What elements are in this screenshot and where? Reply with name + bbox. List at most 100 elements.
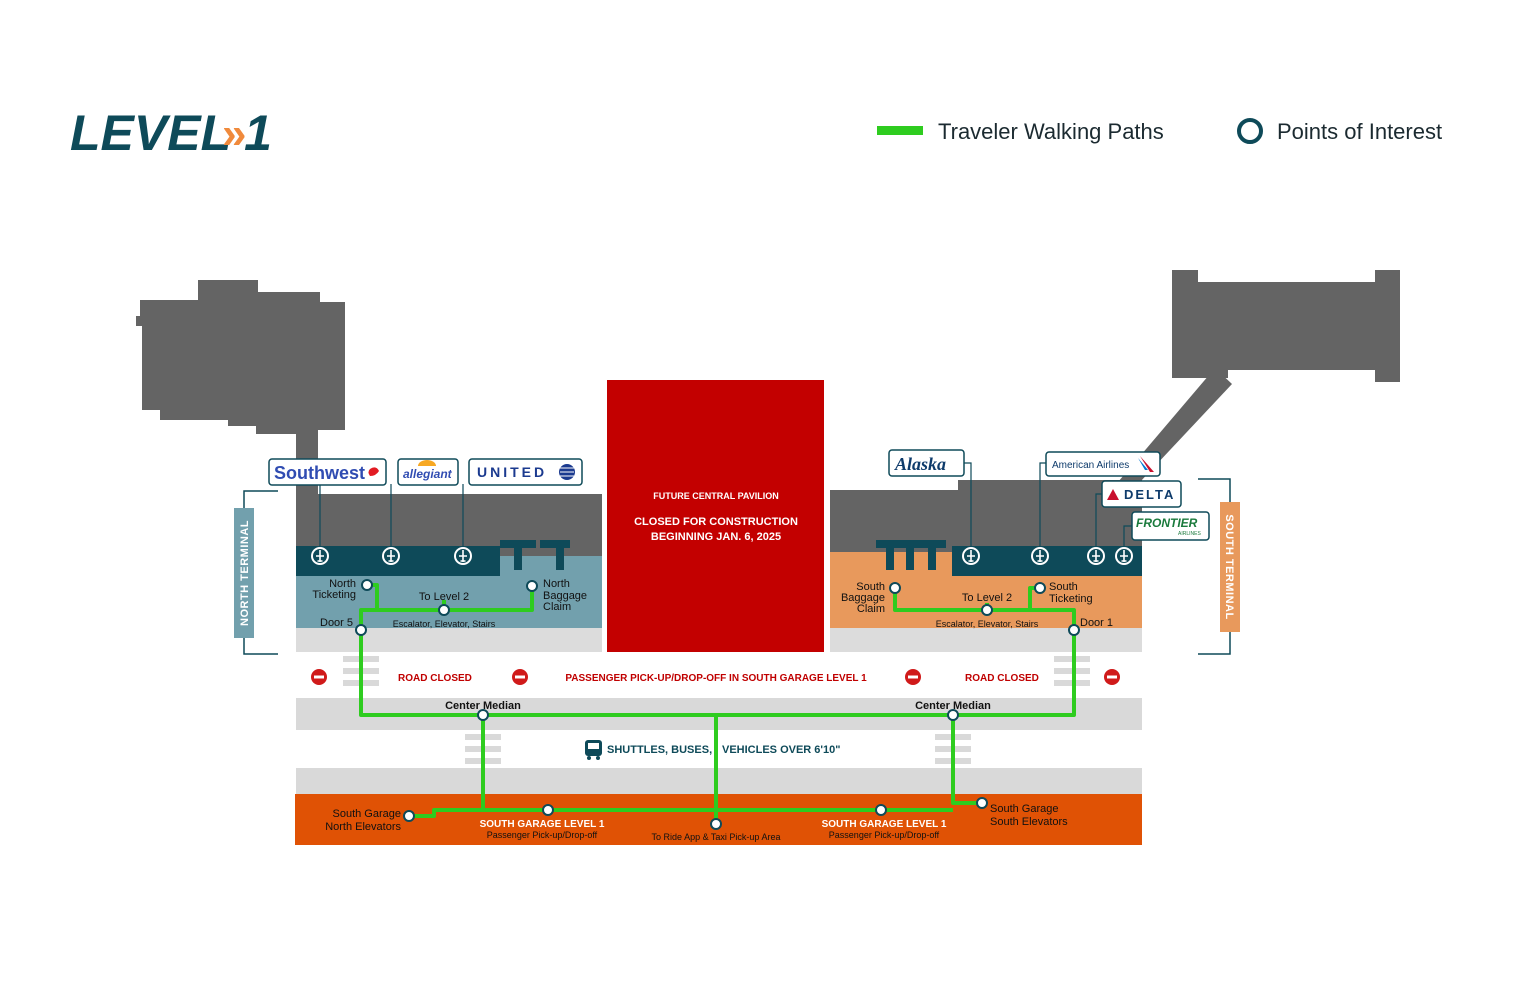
- garage-north-elevators-label-1: South Garage: [333, 808, 402, 820]
- points-of-interest: [355, 579, 1080, 830]
- traveler-walking-paths: [359, 583, 1076, 824]
- north-baggage-label-3: Claim: [543, 601, 571, 613]
- road-closed-icon: [1104, 669, 1120, 685]
- pavilion-date-text: BEGINNING JAN. 6, 2025: [651, 531, 781, 543]
- north-ticketing-label-1: North: [329, 578, 356, 590]
- door-1-label: Door 1: [1080, 617, 1113, 629]
- united-logo-text: UNITED: [477, 464, 547, 480]
- poi-door-5[interactable]: [355, 624, 367, 636]
- bus-icon: [585, 740, 602, 760]
- poi-garage-south-elevators[interactable]: [976, 797, 988, 809]
- garage-pickup-left-label: Passenger Pick-up/Drop-off: [487, 830, 598, 840]
- center-median-left-label: Center Median: [445, 700, 521, 712]
- poi-ride-app-taxi[interactable]: [710, 818, 722, 830]
- north-escalator-label: Escalator, Elevator, Stairs: [393, 619, 496, 629]
- south-ticketing-label-2: Ticketing: [1049, 593, 1093, 605]
- north-curb: [296, 628, 602, 652]
- terminal-road: [296, 652, 1142, 698]
- poi-north-baggage-claim[interactable]: [526, 580, 538, 592]
- airplane-icon: [1115, 547, 1133, 565]
- poi-garage-level1-right[interactable]: [875, 804, 887, 816]
- airplane-icon: [1031, 547, 1049, 565]
- north-concourse-building: [136, 280, 345, 460]
- poi-door-1[interactable]: [1068, 624, 1080, 636]
- poi-garage-north-elevators[interactable]: [403, 810, 415, 822]
- sun-icon: [418, 460, 436, 466]
- door-5-label: Door 5: [320, 617, 353, 629]
- south-concourse-building: [1172, 270, 1400, 382]
- poi-legend-icon: [1237, 118, 1263, 144]
- legend-poi-label: Points of Interest: [1277, 119, 1442, 144]
- north-to-level2-label: To Level 2: [419, 591, 469, 603]
- allegiant-logo-text: allegiant: [403, 467, 453, 481]
- pavilion-closed-text: CLOSED FOR CONSTRUCTION: [634, 516, 798, 528]
- widget-icon: [1107, 489, 1119, 500]
- gate-icons: [311, 547, 1133, 565]
- garage-south-elevators-label-1: South Garage: [990, 803, 1059, 815]
- north-terminal-tab: [234, 508, 254, 638]
- heart-icon: [368, 467, 379, 476]
- poi-garage-level1-left[interactable]: [542, 804, 554, 816]
- airline-delta[interactable]: DELTA: [1101, 480, 1182, 508]
- legend-walking-paths-label: Traveler Walking Paths: [938, 119, 1164, 144]
- south-baggage-label-2: Baggage: [841, 592, 885, 604]
- south-escalator-label: Escalator, Elevator, Stairs: [936, 619, 1039, 629]
- center-median-right-label: Center Median: [915, 700, 991, 712]
- south-to-level2-label: To Level 2: [962, 592, 1012, 604]
- southwest-logo-text: Southwest: [274, 463, 365, 483]
- garage-pickup-right-label: Passenger Pick-up/Drop-off: [829, 830, 940, 840]
- airline-frontier[interactable]: FRONTIER AIRLINES: [1131, 511, 1210, 541]
- ride-app-taxi-label: To Ride App & Taxi Pick-up Area: [652, 832, 781, 842]
- airline-united[interactable]: UNITED: [468, 458, 583, 486]
- poi-north-to-level-2[interactable]: [438, 604, 450, 616]
- garage-level1-right-label: SOUTH GARAGE LEVEL 1: [822, 819, 947, 830]
- south-baggage-label-1: South: [856, 581, 885, 593]
- airline-southwest[interactable]: Southwest: [268, 458, 387, 486]
- road-closed-left-label: ROAD CLOSED: [398, 673, 472, 684]
- frontier-sub-text: AIRLINES: [1178, 531, 1201, 537]
- future-central-pavilion: [607, 380, 824, 652]
- road-closed-icon: [512, 669, 528, 685]
- airplane-icon: [962, 547, 980, 565]
- poi-south-baggage-claim[interactable]: [889, 582, 901, 594]
- globe-icon: [559, 464, 575, 480]
- north-terminal-label: NORTH TERMINAL: [239, 520, 251, 626]
- north-baggage-label-2: Baggage: [543, 590, 587, 602]
- airplane-icon: [1087, 547, 1105, 565]
- airline-allegiant[interactable]: allegiant: [397, 458, 459, 486]
- garage-north-elevators-label-2: North Elevators: [325, 821, 401, 833]
- legend: Traveler Walking Paths Points of Interes…: [877, 118, 1442, 144]
- airline-alaska[interactable]: Alaska: [888, 449, 965, 477]
- shuttles-label: SHUTTLES, BUSES,: [607, 744, 712, 756]
- garage-level1-left-label: SOUTH GARAGE LEVEL 1: [480, 819, 605, 830]
- south-terminal-label: SOUTH TERMINAL: [1223, 514, 1235, 619]
- american-logo-text: American Airlines: [1052, 460, 1129, 471]
- alaska-logo-text: Alaska: [894, 454, 946, 474]
- poi-center-median-right[interactable]: [947, 709, 959, 721]
- poi-south-to-level-2[interactable]: [981, 604, 993, 616]
- airline-leader-lines: [319, 462, 1132, 547]
- shuttle-lane: [296, 730, 1142, 768]
- south-terminal-tab: [1220, 502, 1240, 632]
- road-closed-icon: [905, 669, 921, 685]
- airplane-icon: [311, 547, 329, 565]
- poi-south-ticketing[interactable]: [1034, 582, 1046, 594]
- vehicles-label: VEHICLES OVER 6'10": [722, 744, 840, 756]
- pavilion-title: FUTURE CENTRAL PAVILION: [653, 491, 779, 501]
- frontier-logo-text: FRONTIER: [1136, 516, 1198, 530]
- poi-north-ticketing[interactable]: [361, 579, 373, 591]
- south-ticketing-label-1: South: [1049, 581, 1078, 593]
- page-title: LEVEL 1: [70, 105, 272, 161]
- pickup-notice-label: PASSENGER PICK-UP/DROP-OFF IN SOUTH GARA…: [565, 673, 867, 684]
- delta-logo-text: DELTA: [1124, 487, 1175, 502]
- walking-path-legend-swatch: [877, 126, 923, 135]
- road-closed-right-label: ROAD CLOSED: [965, 673, 1039, 684]
- poi-center-median-left[interactable]: [477, 709, 489, 721]
- south-baggage-label-3: Claim: [857, 603, 885, 615]
- north-baggage-label-1: North: [543, 578, 570, 590]
- airplane-icon: [382, 547, 400, 565]
- chevron-right-icon: »: [222, 109, 246, 158]
- airline-american[interactable]: American Airlines: [1045, 451, 1161, 477]
- south-curb: [830, 628, 1142, 652]
